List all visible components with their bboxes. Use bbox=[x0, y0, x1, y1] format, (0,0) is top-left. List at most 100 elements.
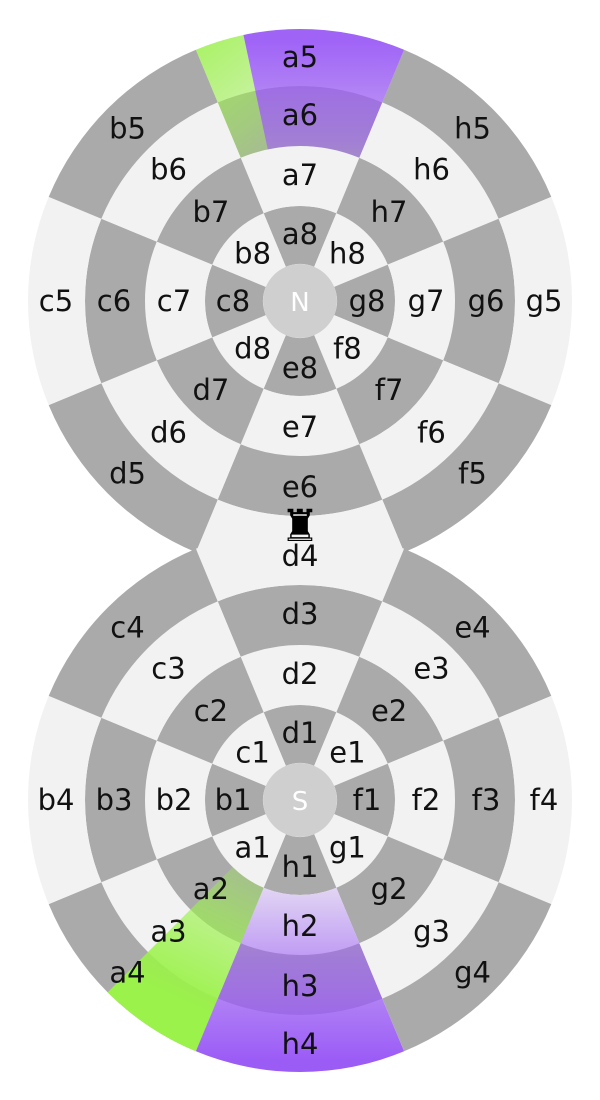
label-c7: c7 bbox=[157, 284, 191, 318]
square-g7[interactable] bbox=[387, 241, 455, 361]
label-d5: d5 bbox=[109, 457, 146, 491]
square-e2[interactable] bbox=[336, 656, 444, 764]
square-f5[interactable] bbox=[382, 383, 552, 553]
label-e4: e4 bbox=[454, 611, 490, 645]
label-e8: e8 bbox=[282, 351, 318, 385]
north-hub bbox=[263, 264, 337, 338]
square-b3[interactable] bbox=[84, 717, 157, 883]
square-f8[interactable] bbox=[314, 315, 388, 389]
label-d3: d3 bbox=[282, 597, 319, 631]
square-g1[interactable] bbox=[314, 814, 388, 888]
square-b7[interactable] bbox=[156, 157, 264, 265]
label-h5: h5 bbox=[454, 112, 491, 146]
square-g6[interactable] bbox=[443, 218, 515, 384]
square-e8[interactable] bbox=[263, 335, 337, 396]
square-b4[interactable] bbox=[27, 695, 102, 905]
square-d8[interactable] bbox=[212, 315, 286, 389]
square-c4[interactable] bbox=[48, 548, 218, 718]
south-hub bbox=[263, 763, 337, 837]
square-g8[interactable] bbox=[334, 264, 395, 338]
label-h8: h8 bbox=[329, 237, 366, 271]
label-c3: c3 bbox=[151, 652, 185, 686]
square-h7[interactable] bbox=[336, 157, 444, 265]
square-c7[interactable] bbox=[145, 241, 213, 361]
square-b6[interactable] bbox=[101, 102, 241, 242]
square-c6[interactable] bbox=[84, 218, 157, 384]
label-e7: e7 bbox=[282, 410, 318, 444]
label-g1: g1 bbox=[329, 830, 366, 864]
square-b1[interactable] bbox=[204, 763, 266, 837]
square-e3[interactable] bbox=[359, 601, 499, 741]
square-d7[interactable] bbox=[156, 337, 264, 445]
square-h5[interactable] bbox=[382, 49, 552, 219]
square-f2[interactable] bbox=[387, 740, 455, 860]
rook-piece[interactable]: ♜ bbox=[280, 501, 319, 552]
label-b1: b1 bbox=[215, 783, 252, 817]
square-f4[interactable] bbox=[498, 695, 572, 905]
label-b3: b3 bbox=[96, 783, 133, 817]
label-h3: h3 bbox=[282, 969, 319, 1003]
rook-icon[interactable]: ♜ bbox=[280, 501, 319, 552]
square-g4[interactable] bbox=[382, 882, 552, 1052]
square-h1[interactable] bbox=[263, 834, 337, 895]
square-h6[interactable] bbox=[359, 102, 499, 242]
label-f3: f3 bbox=[472, 783, 501, 817]
square-f6[interactable] bbox=[359, 360, 499, 500]
label-a2: a2 bbox=[193, 872, 229, 906]
square-b8[interactable] bbox=[212, 213, 286, 287]
square-d3[interactable] bbox=[217, 585, 383, 657]
label-b4: b4 bbox=[38, 783, 75, 817]
label-d8: d8 bbox=[234, 331, 271, 365]
square-c8[interactable] bbox=[205, 264, 266, 338]
square-e7[interactable] bbox=[240, 388, 360, 456]
label-f5: f5 bbox=[458, 457, 487, 491]
square-c5[interactable] bbox=[27, 196, 102, 406]
north-square-labels: a8a7a6a5h8h7h6h5g8g7g6g5f8f7f6f5e8e7e6e5… bbox=[39, 40, 563, 562]
square-d5[interactable] bbox=[48, 383, 218, 553]
label-a1: a1 bbox=[234, 830, 270, 864]
label-h1: h1 bbox=[282, 850, 319, 884]
label-a4: a4 bbox=[109, 956, 145, 990]
square-c3[interactable] bbox=[101, 601, 241, 741]
label-b2: b2 bbox=[156, 783, 193, 817]
south-hub-label: S bbox=[292, 787, 309, 817]
label-c4: c4 bbox=[110, 611, 144, 645]
square-b5[interactable] bbox=[48, 49, 218, 219]
square-c2[interactable] bbox=[156, 656, 264, 764]
north-green-wedge bbox=[195, 34, 268, 158]
square-g5[interactable] bbox=[498, 196, 572, 406]
label-g7: g7 bbox=[408, 284, 445, 318]
square-g3[interactable] bbox=[359, 859, 499, 999]
label-c2: c2 bbox=[194, 694, 228, 728]
square-g2[interactable] bbox=[336, 836, 444, 944]
square-e4[interactable] bbox=[382, 548, 552, 718]
square-a1[interactable] bbox=[212, 814, 286, 888]
square-h8[interactable] bbox=[314, 213, 388, 287]
square-d6[interactable] bbox=[101, 360, 241, 500]
label-g4: g4 bbox=[454, 956, 491, 990]
south-purple-wedge bbox=[195, 887, 405, 1072]
south-highlights bbox=[107, 645, 405, 1072]
square-b2[interactable] bbox=[145, 740, 213, 860]
square-c1[interactable] bbox=[212, 712, 286, 786]
label-d7: d7 bbox=[192, 373, 229, 407]
label-d2: d2 bbox=[282, 657, 319, 691]
square-f3[interactable] bbox=[443, 717, 515, 883]
square-f7[interactable] bbox=[336, 337, 444, 445]
north-highlights bbox=[195, 28, 405, 264]
square-e1[interactable] bbox=[314, 712, 388, 786]
label-g3: g3 bbox=[413, 915, 450, 949]
label-b8: b8 bbox=[234, 237, 271, 271]
label-a5: a5 bbox=[282, 40, 318, 74]
label-f6: f6 bbox=[417, 416, 446, 450]
square-e6[interactable] bbox=[217, 444, 383, 516]
square-f1[interactable] bbox=[334, 763, 395, 837]
label-g8: g8 bbox=[349, 284, 386, 318]
label-e1: e1 bbox=[329, 736, 365, 770]
square-d4[interactable] bbox=[195, 528, 405, 602]
label-d1: d1 bbox=[282, 716, 319, 750]
